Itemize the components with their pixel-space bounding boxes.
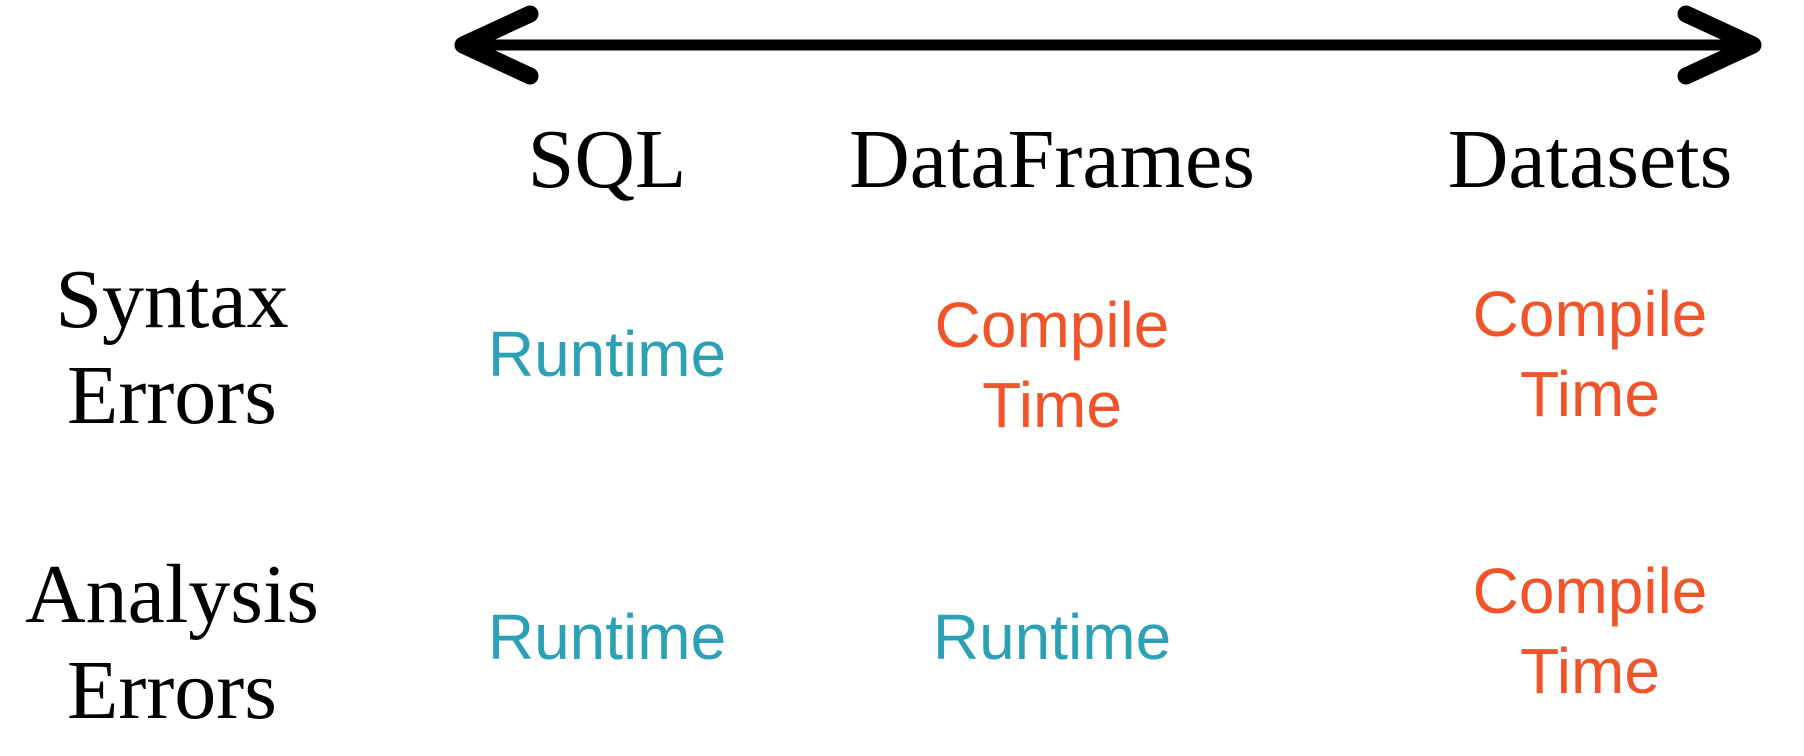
row-label-analysis-errors: Analysis Errors	[0, 547, 344, 739]
cell-analysis-datasets: Compile Time	[1332, 551, 1804, 711]
cell-line: Compile	[1472, 278, 1708, 350]
column-header-datasets: Datasets	[1447, 113, 1733, 206]
cell-analysis-sql: Runtime	[420, 597, 794, 677]
cell-line: Compile	[1472, 555, 1708, 627]
cell-syntax-datasets: Compile Time	[1332, 274, 1804, 434]
cell-analysis-dataframes: Runtime	[794, 597, 1310, 677]
cell-syntax-sql: Runtime	[420, 314, 794, 394]
column-header-dataframes: DataFrames	[849, 113, 1255, 206]
cell-syntax-dataframes: Compile Time	[794, 285, 1310, 445]
row-label-line: Syntax	[55, 253, 289, 346]
cell-line: Time	[1520, 358, 1660, 430]
cell-line: Compile	[934, 289, 1170, 361]
row-label-line: Analysis	[25, 548, 319, 641]
double-headed-arrow-icon	[454, 5, 1762, 85]
cell-line: Time	[982, 369, 1122, 441]
row-label-line: Errors	[67, 643, 277, 737]
row-label-line: Errors	[67, 348, 277, 442]
cell-line: Runtime	[487, 318, 727, 390]
cell-line: Time	[1520, 635, 1660, 707]
row-label-syntax-errors: Syntax Errors	[0, 252, 344, 444]
cell-line: Runtime	[487, 601, 727, 673]
column-header-sql: SQL	[527, 113, 687, 206]
cell-line: Runtime	[932, 601, 1172, 673]
